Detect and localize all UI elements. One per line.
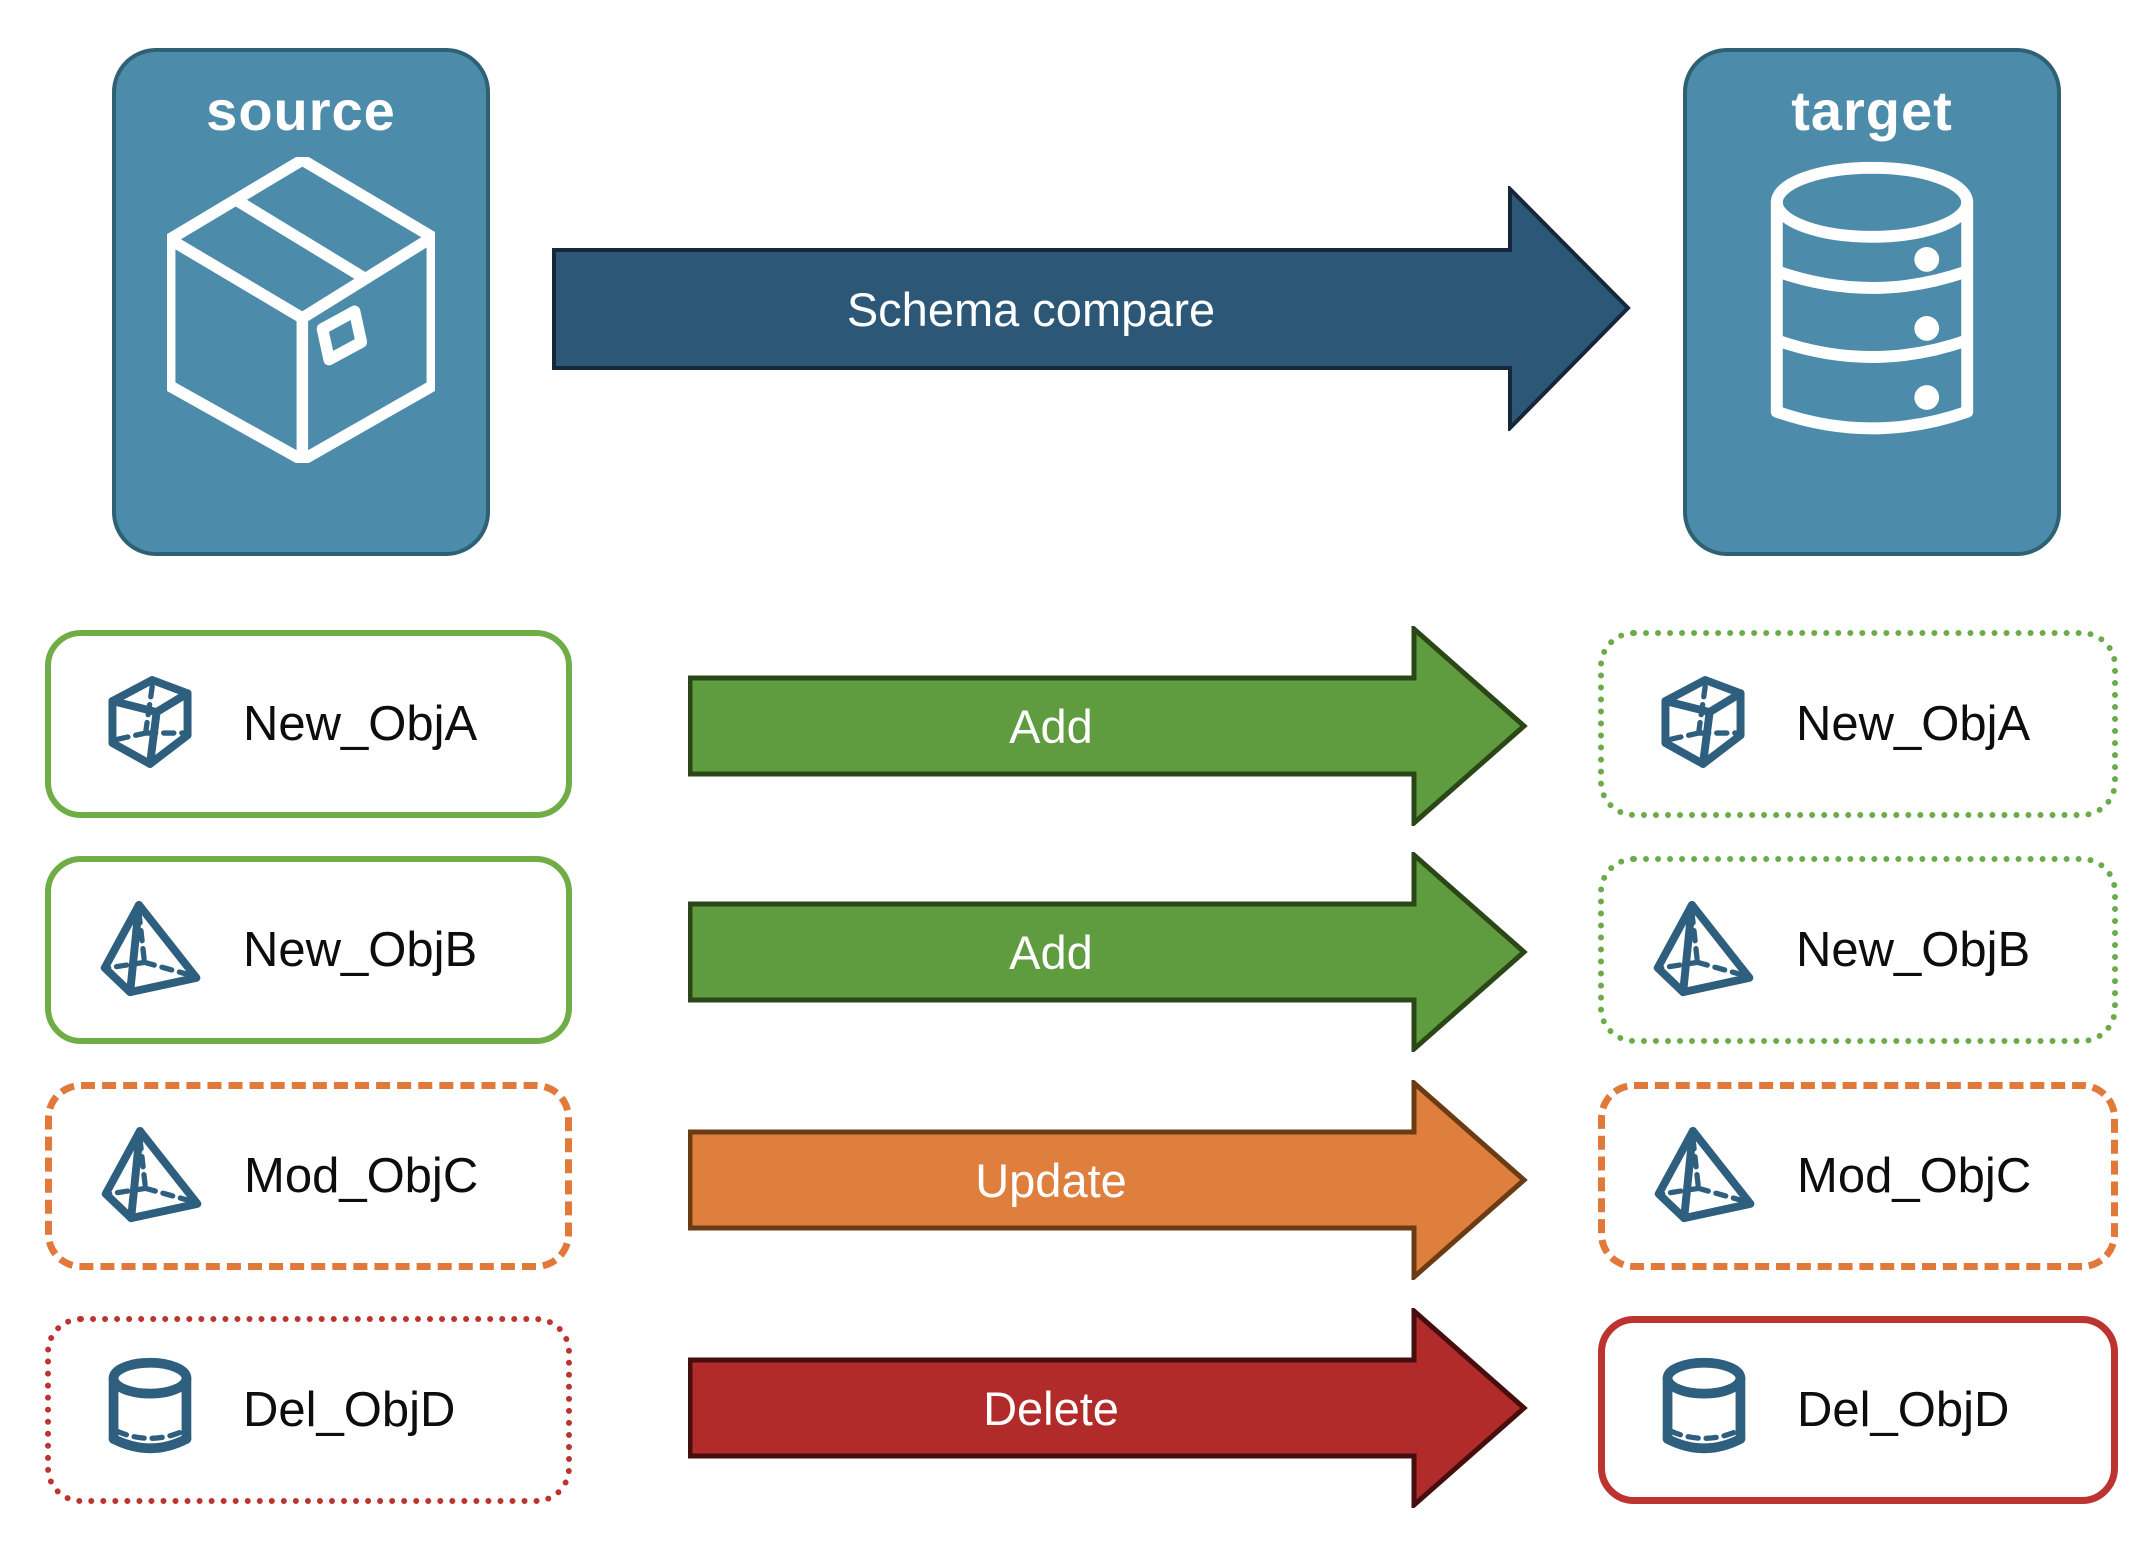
object-label: New_ObjA bbox=[1796, 697, 2031, 751]
delete-arrow-label: Delete bbox=[983, 1381, 1119, 1435]
source-object-new-obja: New_ObjA bbox=[45, 630, 572, 818]
source-object-mod-objc: Mod_ObjC bbox=[45, 1082, 572, 1270]
target-object-new-objb: New_ObjB bbox=[1598, 856, 2118, 1044]
schema-compare-label: Schema compare bbox=[846, 282, 1216, 336]
object-label: Del_ObjD bbox=[243, 1383, 456, 1437]
target-node: target bbox=[1683, 48, 2061, 556]
add-arrow-label: Add bbox=[1009, 925, 1093, 979]
target-object-del-objd: Del_ObjD bbox=[1598, 1316, 2118, 1504]
target-object-mod-objc: Mod_ObjC bbox=[1598, 1082, 2118, 1270]
object-label: Mod_ObjC bbox=[244, 1149, 479, 1203]
object-label: New_ObjB bbox=[1796, 923, 2031, 977]
object-label: Del_ObjD bbox=[1797, 1383, 2010, 1437]
source-object-new-objb: New_ObjB bbox=[45, 856, 572, 1044]
update-arrow: Update bbox=[687, 1077, 1528, 1283]
add-arrow: Add bbox=[687, 623, 1528, 829]
database-icon bbox=[1753, 157, 1991, 462]
target-object-new-obja: New_ObjA bbox=[1598, 630, 2118, 818]
cube-icon bbox=[97, 669, 203, 780]
package-box-icon bbox=[163, 154, 439, 468]
pyramid-icon bbox=[98, 1121, 204, 1232]
object-label: New_ObjA bbox=[243, 697, 478, 751]
source-node: source bbox=[112, 48, 490, 556]
target-title: target bbox=[1791, 79, 1953, 142]
cylinder-icon bbox=[97, 1355, 203, 1466]
cylinder-icon bbox=[1651, 1355, 1757, 1466]
source-title: source bbox=[206, 79, 396, 142]
update-arrow-label: Update bbox=[975, 1153, 1127, 1207]
object-label: New_ObjB bbox=[243, 923, 478, 977]
source-object-del-objd: Del_ObjD bbox=[45, 1316, 572, 1504]
object-label: Mod_ObjC bbox=[1797, 1149, 2032, 1203]
pyramid-icon bbox=[1650, 895, 1756, 1006]
pyramid-icon bbox=[1651, 1121, 1757, 1232]
add-arrow-label: Add bbox=[1009, 699, 1093, 753]
add-arrow: Add bbox=[687, 849, 1528, 1055]
pyramid-icon bbox=[97, 895, 203, 1006]
schema-compare-arrow: Schema compare bbox=[552, 184, 1632, 433]
cube-icon bbox=[1650, 669, 1756, 780]
delete-arrow: Delete bbox=[687, 1305, 1528, 1511]
